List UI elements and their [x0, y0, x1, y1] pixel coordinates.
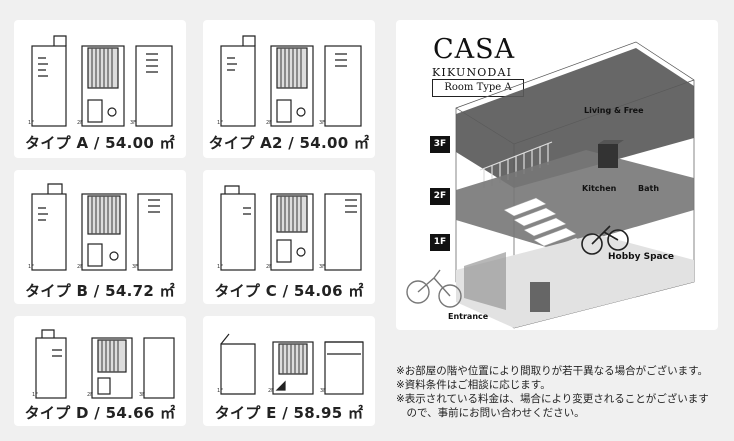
room-type-diagram-card: CASA KIKUNODAI Room Type A: [396, 20, 718, 330]
brand-title: CASA: [433, 34, 516, 65]
floor-mark: 2F: [268, 388, 274, 394]
floor-mark: 2F: [77, 120, 83, 126]
floor-mark: 2F: [77, 264, 83, 270]
floor-plan-a2-image: 1F 2F 3F: [217, 35, 362, 127]
floor-mark: 2F: [266, 264, 272, 270]
label-entrance: Entrance: [448, 312, 489, 321]
floor-plan-e-image: 1F 2F 3F: [217, 333, 364, 395]
notes-block: ※お部屋の階や位置により間取りが若干異なる場合がございます。 ※資料条件はご相談…: [396, 364, 732, 420]
plan-label-e: タイプ E / 58.95 ㎡: [214, 404, 364, 422]
label-living-free: Living & Free: [584, 106, 644, 115]
plan-card-a2[interactable]: 1F 2F 3F タイプ A2 / 54.00 ㎡: [203, 20, 375, 158]
floor-mark: 1F: [28, 264, 34, 270]
floor-badge-1f: 1F: [430, 234, 450, 251]
floor-mark: 1F: [217, 388, 223, 394]
plan-card-b[interactable]: 1F 2F 3F タイプ B / 54.72 ㎡: [14, 170, 186, 304]
floor-mark: 1F: [32, 392, 38, 398]
label-hobby-space: Hobby Space: [608, 252, 675, 262]
floor-mark: 3F: [132, 264, 138, 270]
floor-badge-2f: 2F: [430, 188, 450, 205]
floor-1f-area: [456, 234, 694, 328]
plan-card-c[interactable]: 1F 2F 3F タイプ C / 54.06 ㎡: [203, 170, 375, 304]
kitchen-appliance: [598, 144, 618, 168]
plan-label-a2: タイプ A2 / 54.00 ㎡: [208, 134, 370, 152]
bicycle-icon-entrance: [406, 269, 462, 308]
floor-mark: 2F: [266, 120, 272, 126]
floor-plan-b-image: 1F 2F 3F: [28, 183, 173, 271]
note-line: ので、事前にお問い合わせください。: [396, 407, 585, 419]
floor-plan-a-image: 1F 2F 3F: [28, 35, 173, 127]
floor-plan-c-image: 1F 2F 3F: [217, 185, 362, 271]
floor-plan-d-image: 1F 2F 3F: [32, 329, 175, 399]
floor-mark: 1F: [217, 264, 223, 270]
floor-mark: 2F: [87, 392, 93, 398]
floor-3f-slab: [456, 48, 694, 188]
floor-2f-slab: [456, 150, 694, 250]
floor-badge-3f: 3F: [430, 136, 450, 153]
brand-subtitle: KIKUNODAI: [432, 66, 513, 79]
floor-mark: 3F: [320, 388, 326, 394]
label-bath: Bath: [638, 184, 660, 193]
floor-mark: 3F: [139, 392, 145, 398]
plan-label-c: タイプ C / 54.06 ㎡: [214, 282, 364, 300]
bicycle-icon-wall: [581, 225, 629, 255]
room-type-box: Room Type A: [432, 79, 524, 97]
floor-mark: 3F: [130, 120, 136, 126]
floor-mark: 3F: [319, 120, 325, 126]
plan-label-b: タイプ B / 54.72 ㎡: [25, 282, 175, 300]
isometric-building-diagram: [406, 41, 695, 329]
note-line: ※資料条件はご相談に応じます。: [396, 379, 551, 391]
floor-mark: 1F: [217, 120, 223, 126]
note-line: ※表示されている料金は、場合により変更されることがございます: [396, 393, 709, 405]
plan-card-a[interactable]: 1F 2F 3F タイプ A / 54.00 ㎡: [14, 20, 186, 158]
plan-label-a: タイプ A / 54.00 ㎡: [25, 134, 175, 152]
note-line: ※お部屋の階や位置により間取りが若干異なる場合がございます。: [396, 365, 709, 377]
label-kitchen: Kitchen: [582, 184, 617, 193]
plan-card-e[interactable]: 1F 2F 3F タイプ E / 58.95 ㎡: [203, 316, 375, 426]
floor-mark: 3F: [319, 264, 325, 270]
floor-mark: 1F: [28, 120, 34, 126]
plan-card-d[interactable]: 1F 2F 3F タイプ D / 54.66 ㎡: [14, 316, 186, 426]
plan-label-d: タイプ D / 54.66 ㎡: [24, 404, 176, 422]
